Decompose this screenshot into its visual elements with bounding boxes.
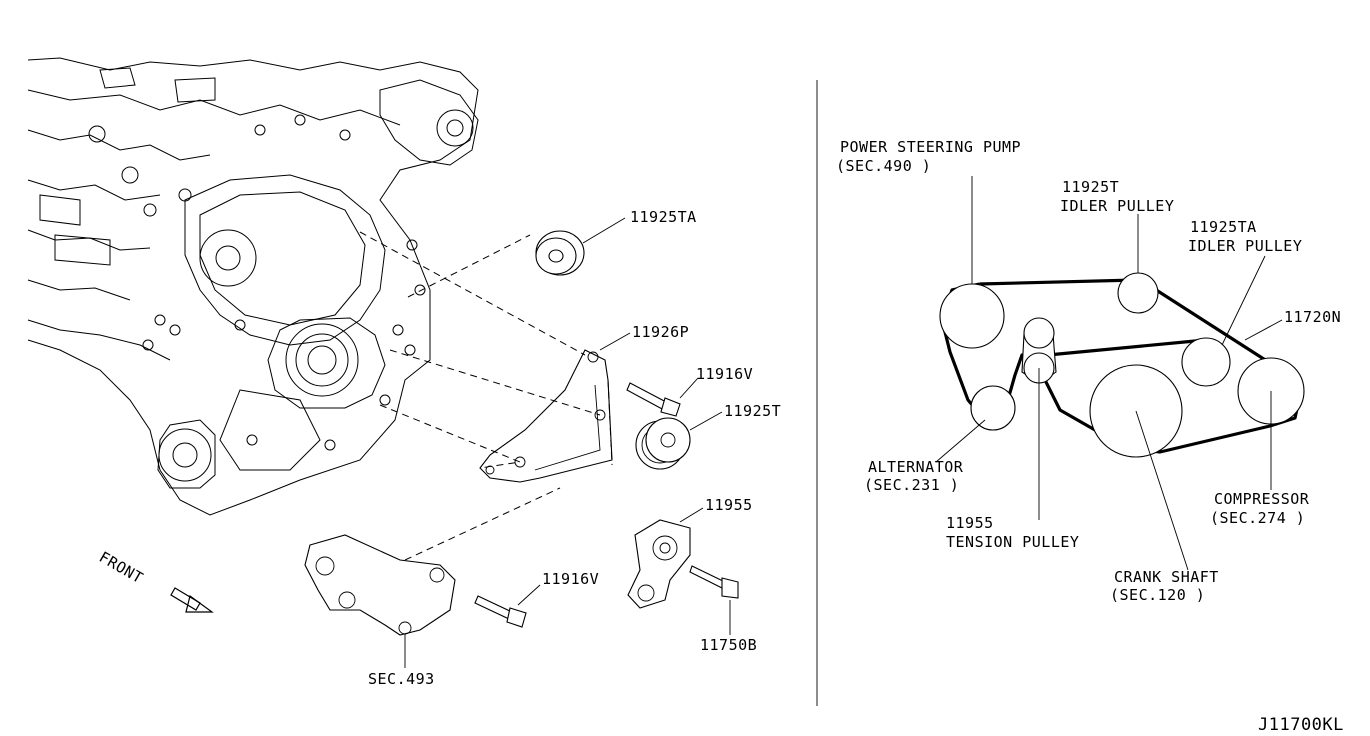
label-idler-11925t-code: 11925T [1062, 178, 1119, 196]
idler-pulley-11925t [1117, 272, 1159, 314]
engine-block-illustration [27, 57, 479, 516]
bolt-11916v-lower-part [474, 584, 541, 628]
tension-pulley [1021, 317, 1057, 384]
label-11926p: 11926P [632, 323, 689, 341]
bolt-11916v-upper-part [626, 377, 699, 417]
label-idler-11925t-name: IDLER PULLEY [1060, 197, 1174, 215]
belt-routing-schematic [935, 176, 1305, 571]
label-alternator: ALTERNATOR [868, 458, 964, 476]
label-alternator-sec: (SEC.231 ) [864, 476, 959, 494]
front-label: FRONT [96, 548, 146, 587]
label-power-steering-pump-sec: (SEC.490 ) [836, 157, 931, 175]
label-compressor-sec: (SEC.274 ) [1210, 509, 1305, 527]
label-sec-493: SEC.493 [368, 670, 435, 688]
label-11916v-upper: 11916V [696, 365, 753, 383]
bolt-11750b-part [689, 565, 739, 635]
bracket-11926p-part [479, 332, 631, 483]
idler-pulley-11925t-part [635, 411, 723, 470]
assembly-dashed-lines [359, 231, 613, 561]
mount-sec493-part [304, 534, 456, 668]
label-idler-11925ta-name: IDLER PULLEY [1188, 237, 1302, 255]
label-11925ta: 11925TA [630, 208, 697, 226]
label-belt-11720n: 11720N [1284, 308, 1341, 326]
label-idler-11925ta-code: 11925TA [1190, 218, 1257, 236]
tensioner-11955-part [627, 507, 704, 609]
diagram-id: J11700KL [1258, 715, 1344, 735]
label-11925t: 11925T [724, 402, 781, 420]
label-compressor: COMPRESSOR [1214, 490, 1310, 508]
idler-pulley-11925ta [1181, 337, 1231, 387]
label-11916v-lower: 11916V [542, 570, 599, 588]
alternator-pulley [970, 385, 1016, 431]
label-tension-code: 11955 [946, 514, 994, 532]
label-11750b: 11750B [700, 636, 757, 654]
label-crank-shaft-sec: (SEC.120 ) [1110, 586, 1205, 604]
label-11955: 11955 [705, 496, 753, 514]
label-power-steering-pump: POWER STEERING PUMP [840, 138, 1021, 156]
label-crank-shaft: CRANK SHAFT [1114, 568, 1219, 586]
label-tension-name: TENSION PULLEY [946, 533, 1079, 551]
front-direction-arrow: FRONT [96, 548, 214, 613]
idler-pulley-11925ta-part [535, 217, 626, 276]
power-steering-pump-pulley [939, 283, 1005, 349]
